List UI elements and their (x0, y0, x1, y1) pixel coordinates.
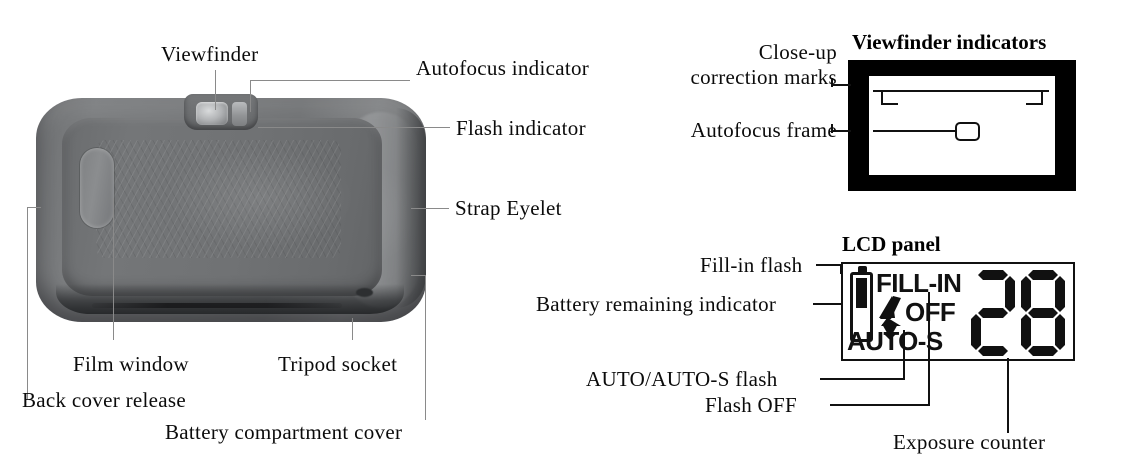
leader-autofocus-frame (831, 130, 851, 132)
closeup-correction-top-rule (873, 90, 1049, 92)
seg-a (1028, 270, 1058, 280)
tripod-socket-feature (356, 288, 373, 297)
leader-auto-flash-vertical (903, 330, 905, 380)
lcd-fill-in-text: FILL-IN (876, 268, 962, 298)
viewfinder-field (869, 76, 1055, 175)
lcd-panel-illustration: FILL-IN OFF AUTO-S (841, 262, 1075, 361)
leader-flash-off-horizontal (830, 404, 930, 406)
leader-back-cover-release-tick (27, 207, 41, 208)
battery-fill-level (856, 278, 867, 308)
seg-b (1005, 276, 1015, 312)
leader-fill-in-flash-tick (840, 264, 842, 274)
seg-e (1021, 314, 1031, 350)
viewfinder-diagram-title: Viewfinder indicators (852, 30, 1047, 54)
leader-flash-indicator (258, 127, 450, 128)
camera-surface-texture (96, 140, 341, 258)
leader-autofocus-frame-tick (831, 124, 833, 133)
seg-d (978, 346, 1008, 356)
film-window-feature (80, 148, 114, 228)
flash-bolt-icon (879, 296, 901, 340)
autofocus-frame-leader-inner (873, 130, 957, 132)
camera-back-photo (36, 94, 426, 330)
exposure-counter-display: 28 (971, 270, 1067, 356)
seg-b (1055, 276, 1065, 312)
label-auto-flash: AUTO/AUTO-S flash (586, 367, 778, 391)
camera-bottom-edge-strip (92, 303, 342, 308)
lcd-off-text: OFF (905, 297, 956, 327)
lcd-auto-s-text: AUTO-S (847, 326, 943, 356)
camera-back-cover (62, 118, 382, 296)
autofocus-indicator-led (232, 102, 247, 126)
label-strap-eyelet: Strap Eyelet (455, 196, 562, 220)
closeup-correction-mark-right-icon (1026, 90, 1043, 105)
label-film-window: Film window (73, 352, 189, 376)
label-battery-remaining-indicator: Battery remaining indicator (536, 292, 777, 316)
battery-terminal-icon (858, 266, 867, 273)
leader-strap-eyelet (411, 208, 449, 209)
viewfinder-eyepiece (196, 102, 228, 125)
label-viewfinder: Viewfinder (161, 42, 259, 66)
label-flash-indicator: Flash indicator (456, 116, 586, 140)
leader-autofocus-horizontal (250, 80, 410, 81)
seg-e (971, 314, 981, 350)
leader-tripod-socket (352, 318, 353, 340)
label-autofocus-indicator: Autofocus indicator (416, 56, 590, 80)
label-flash-off: Flash OFF (705, 393, 797, 417)
exposure-counter-digit-ones (1021, 270, 1065, 356)
leader-flash-off-vertical (928, 292, 930, 406)
lcd-diagram-title: LCD panel (842, 232, 941, 256)
label-closeup-correction-marks-line1: Close-up (758, 40, 837, 64)
leader-battery-cover-tick (411, 275, 426, 276)
leader-auto-flash-horizontal (820, 378, 905, 380)
seg-d (1028, 346, 1058, 356)
exposure-counter-digit-tens (971, 270, 1015, 356)
leader-back-cover-release-vertical (27, 207, 28, 399)
camera-bottom-shadow (56, 284, 404, 314)
leader-battery-cover-vertical (425, 275, 426, 420)
leader-fill-in-flash (816, 264, 842, 266)
leader-closeup-marks-tick (831, 78, 833, 87)
seg-c (1055, 314, 1065, 350)
leader-film-window (113, 198, 114, 340)
seg-g (978, 308, 1008, 318)
label-fill-in-flash: Fill-in flash (700, 253, 803, 277)
closeup-correction-mark-left-icon (881, 90, 898, 105)
seg-f (1021, 276, 1031, 312)
label-exposure-counter: Exposure counter (893, 430, 1046, 454)
viewfinder-illustration (848, 60, 1076, 191)
battery-remaining-icon (850, 272, 873, 342)
autofocus-frame-icon (955, 122, 980, 141)
label-autofocus-frame: Autofocus frame (690, 118, 837, 142)
label-closeup-correction-marks-line2: correction marks (690, 65, 837, 89)
leader-battery-remaining (813, 303, 843, 305)
label-battery-compartment-cover: Battery compartment cover (165, 420, 403, 444)
seg-g (1028, 308, 1058, 318)
leader-viewfinder (215, 70, 216, 110)
leader-closeup-marks (831, 84, 851, 86)
label-back-cover-release: Back cover release (22, 388, 186, 412)
seg-a (978, 270, 1008, 280)
leader-autofocus-vertical (250, 80, 251, 112)
leader-exposure-counter (1007, 358, 1009, 433)
label-tripod-socket: Tripod socket (278, 352, 398, 376)
